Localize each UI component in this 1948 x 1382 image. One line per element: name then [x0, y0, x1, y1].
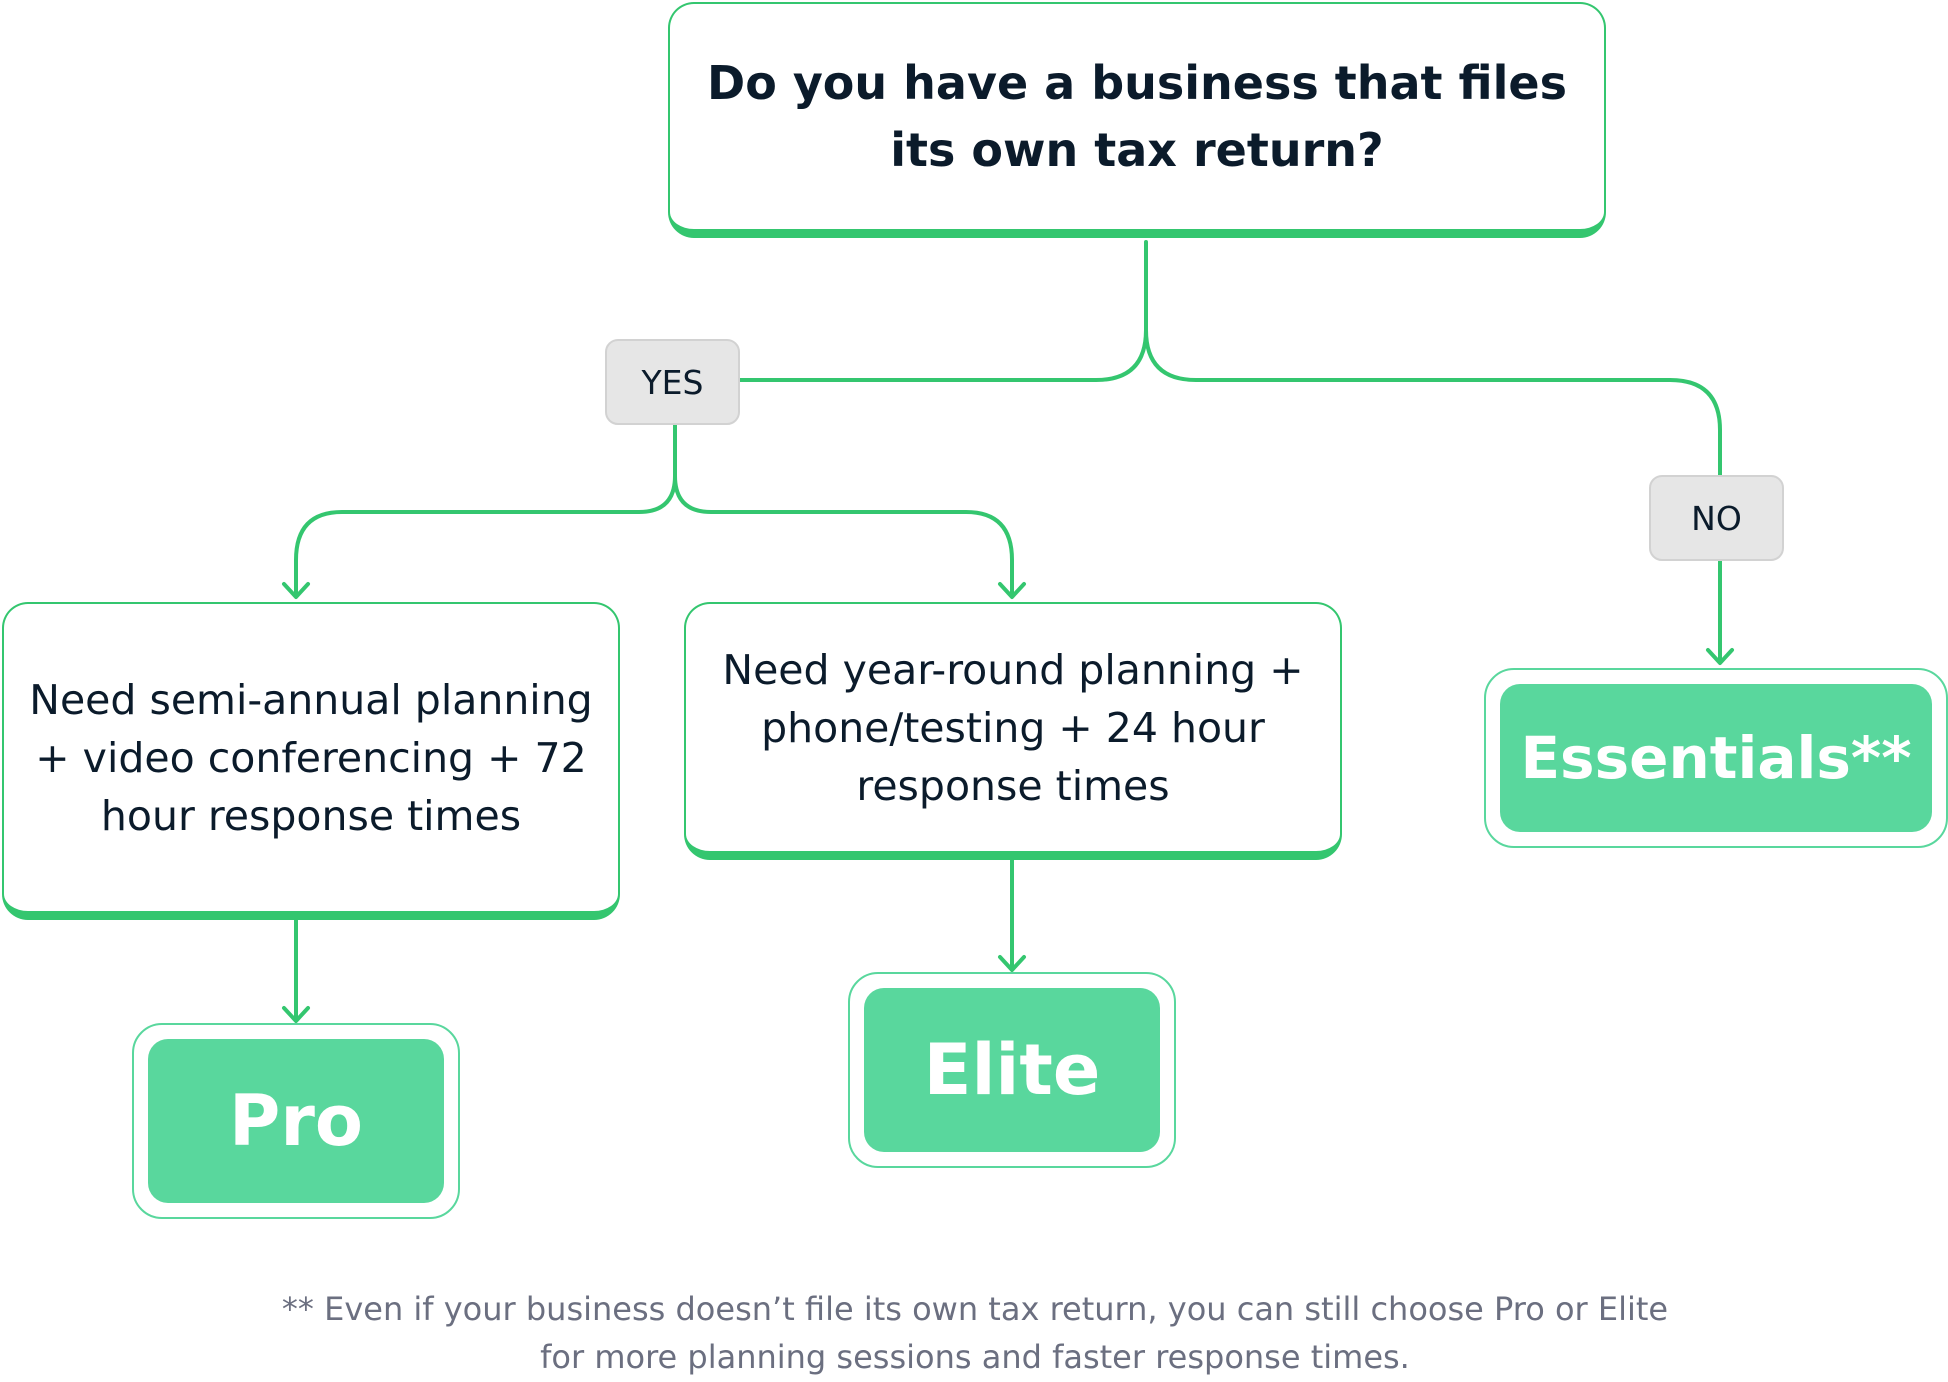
yes-label-text: YES — [641, 362, 704, 402]
arrowhead-elite-plan — [998, 955, 1026, 972]
yes-branch-label: YES — [605, 339, 740, 425]
root-question-text: Do you have a business that files its ow… — [707, 55, 1567, 177]
essentials-plan-badge: Essentials** — [1484, 668, 1948, 848]
footnote: ** Even if your business doesn’t file it… — [281, 1290, 1669, 1376]
elite-plan-badge: Elite — [848, 972, 1176, 1168]
elite-condition-text: Need year-round planning + phone/testing… — [722, 645, 1304, 810]
elite-condition-box: Need year-round planning + phone/testing… — [684, 602, 1342, 860]
root-question-box: Do you have a business that files its ow… — [668, 2, 1606, 238]
pro-condition-box: Need semi-annual planning + video confer… — [2, 602, 620, 920]
arrowhead-pro-plan — [282, 1006, 310, 1023]
no-branch-label: NO — [1649, 475, 1784, 561]
yes-left-line — [294, 474, 677, 597]
yes-branch-line — [738, 328, 1148, 382]
elite-plan-label: Elite — [864, 988, 1160, 1152]
essentials-plan-label: Essentials** — [1500, 684, 1932, 832]
no-label-text: NO — [1691, 498, 1742, 538]
arrowhead-elite-condition — [998, 582, 1026, 599]
pro-plan-badge: Pro — [132, 1023, 460, 1219]
pro-plan-label: Pro — [148, 1039, 444, 1203]
arrowhead-pro-condition — [282, 582, 310, 599]
arrowhead-essentials — [1706, 648, 1734, 665]
no-branch-line — [1144, 328, 1722, 477]
yes-right-line — [673, 474, 1014, 597]
pro-condition-text: Need semi-annual planning + video confer… — [29, 675, 593, 840]
